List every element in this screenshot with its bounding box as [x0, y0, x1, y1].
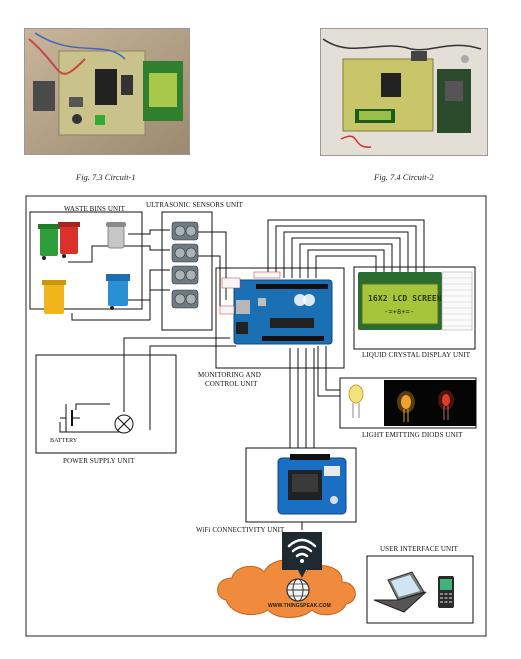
monitoring-unit-label-line2: CONTROL UNIT [205, 380, 257, 388]
battery-icon [60, 404, 80, 432]
monitoring-unit-label-line1: MONITORING AND [198, 371, 261, 379]
bulb-icon [115, 415, 133, 433]
laptop-icon [374, 572, 426, 612]
ultrasonic-sensors-unit-label: ULTRASONIC SENSORS UNIT [146, 201, 243, 209]
power-supply-unit-label: POWER SUPPLY UNIT [63, 457, 135, 465]
ultrasonic-sensors-icons [172, 222, 198, 308]
wifi-module [278, 454, 346, 514]
arduino-board [220, 272, 332, 344]
battery-label: BATTERY [50, 438, 77, 444]
user-interface-unit-label: USER INTERFACE UNIT [380, 545, 458, 553]
cloud-url-label: WWW.THINGSPEAK.COM [268, 603, 331, 609]
waste-bins-unit-label: WASTE BINS UNIT [64, 205, 125, 213]
lcd-screen-line1: 16X2 LCD SCREEN [368, 294, 442, 303]
lcd-screen-line2: -=+8+=- [384, 308, 414, 316]
led-icons [349, 380, 476, 426]
wifi-unit-label: WiFi CONNECTIVITY UNIT [196, 526, 284, 534]
globe-icon [287, 579, 309, 601]
waste-bins-icons [38, 222, 130, 314]
lcd-unit-label: LIQUID CRYSTAL DISPLAY UNIT [362, 351, 470, 359]
led-unit-label: LIGHT EMITTING DIODS UNIT [362, 431, 463, 439]
mobile-phone-icon [438, 576, 454, 608]
